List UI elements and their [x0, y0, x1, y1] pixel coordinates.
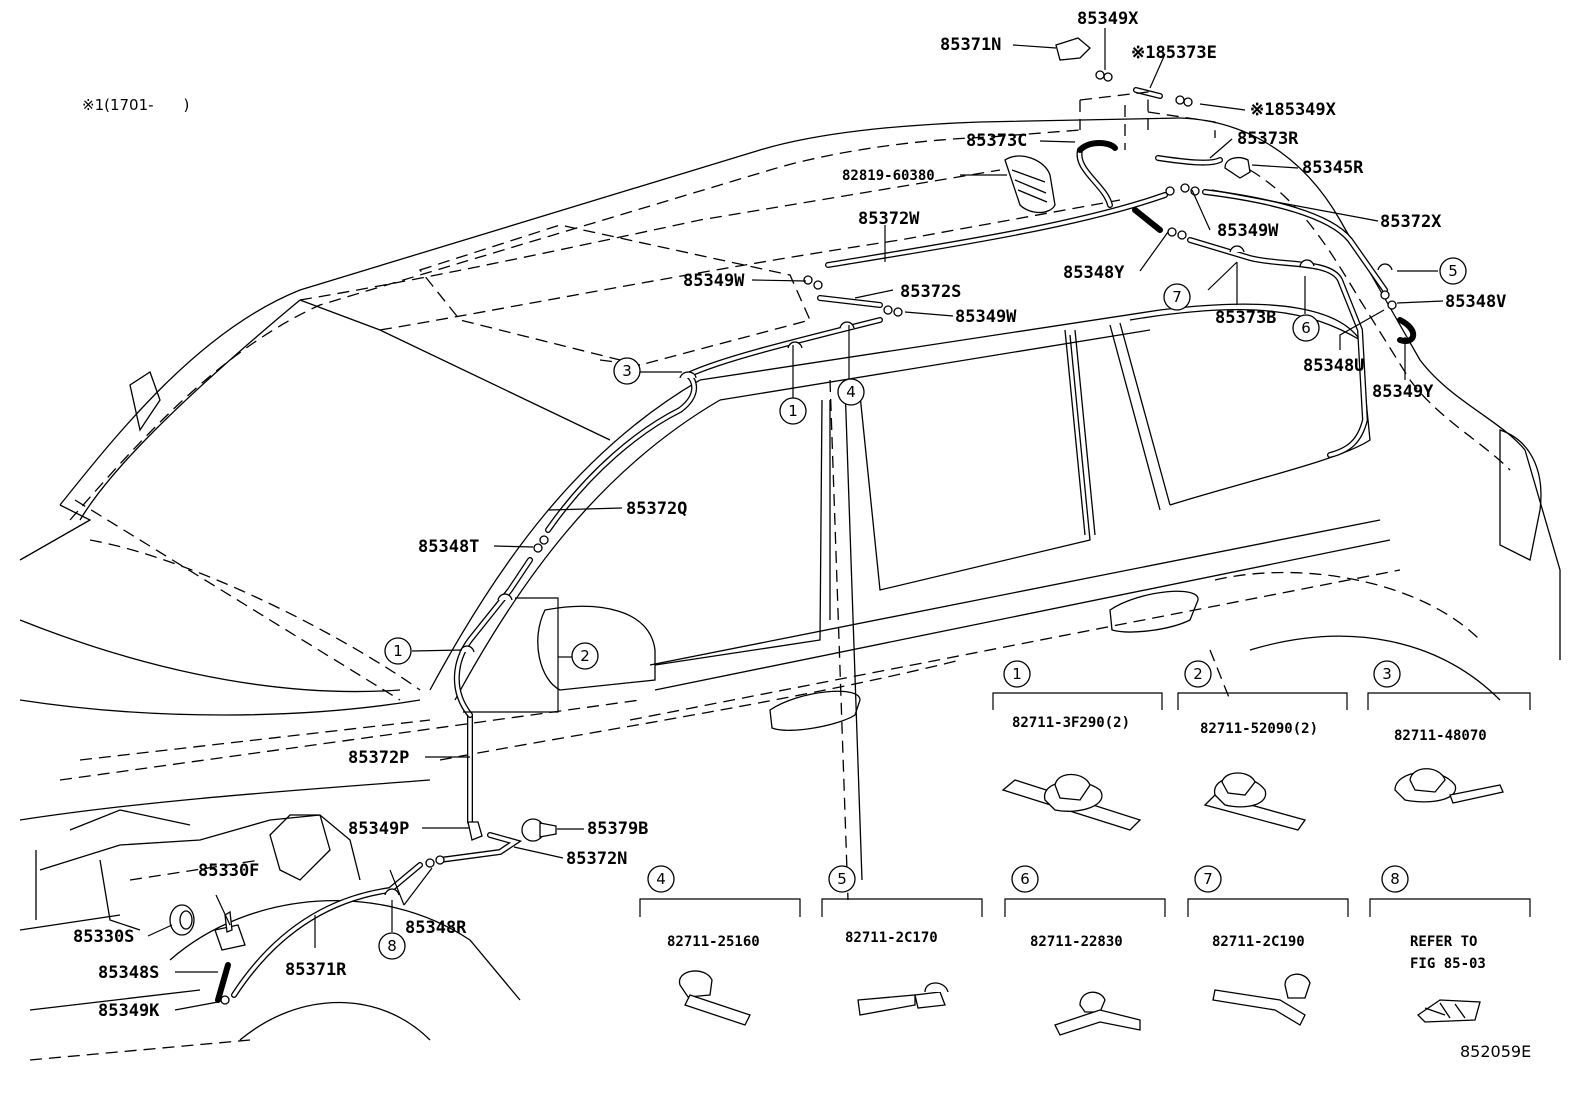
- label-85330F: 85330F: [198, 861, 259, 881]
- svg-text:1: 1: [1012, 665, 1022, 683]
- svg-text:7: 7: [1172, 288, 1182, 306]
- callout-2-bracket: [463, 91, 1216, 713]
- label-85345R: 85345R: [1302, 158, 1364, 178]
- callout-circle-7: 7: [1163, 283, 1191, 311]
- label-85349Y: 85349Y: [1372, 382, 1434, 402]
- callout-circles: 3 1 4 1 2 7 6 5 8: [378, 257, 1467, 960]
- label-85349K: 85349K: [98, 1001, 160, 1021]
- svg-text:8: 8: [387, 937, 397, 955]
- clamp-detail-2: 2 82711-52090(2): [1177, 660, 1348, 831]
- label-85349X-r: ※185349X: [1250, 100, 1337, 120]
- label-85348U: 85348U: [1303, 356, 1364, 376]
- clamp-detail-5: 5 82711-2C170: [821, 865, 983, 1016]
- label-85373B: 85373B: [1215, 308, 1276, 328]
- svg-text:6: 6: [1020, 870, 1030, 888]
- clamp-detail-1: 1 82711-3F290(2): [992, 660, 1163, 831]
- clamp-detail-7: 7 82711-2C190: [1187, 865, 1349, 1026]
- label-85348S: 85348S: [98, 963, 159, 983]
- svg-text:82711-2C190: 82711-2C190: [1212, 934, 1305, 950]
- figure-code: 852059E: [1460, 1042, 1531, 1061]
- callout-circle-1: 1: [779, 397, 807, 425]
- label-85349W-a: 85349W: [683, 271, 745, 291]
- svg-text:82711-25160: 82711-25160: [667, 934, 760, 950]
- label-85372P: 85372P: [348, 748, 409, 768]
- clamp-detail-3: 3 82711-48070: [1367, 660, 1531, 804]
- svg-text:2: 2: [580, 647, 590, 665]
- callout-circle-5: 5: [1439, 257, 1467, 285]
- callout-circle-6: 6: [1292, 314, 1320, 342]
- label-85348R: 85348R: [405, 918, 467, 938]
- label-85372X: 85372X: [1380, 212, 1442, 232]
- label-85349W-c: 85349W: [955, 307, 1017, 327]
- washer-hoses: [215, 87, 1417, 1003]
- callout-circle-2: 2: [571, 642, 599, 670]
- clamp-legend: 1 82711-3F290(2) 2 82711-52090(2) 3 8271…: [639, 660, 1531, 1036]
- nozzle-85371N: [1055, 37, 1091, 61]
- svg-text:3: 3: [1382, 665, 1392, 683]
- svg-text:5: 5: [837, 870, 847, 888]
- label-85373E: ※185373E: [1131, 43, 1217, 63]
- clamps-on-vehicle: [384, 245, 1393, 896]
- svg-text:4: 4: [656, 870, 666, 888]
- label-85330S: 85330S: [73, 927, 134, 947]
- check-valve-85379B: [521, 818, 557, 842]
- clamp-detail-6: 6 82711-22830: [1004, 865, 1166, 1036]
- leader-lines: [147, 28, 1444, 1011]
- svg-text:82711-48070: 82711-48070: [1394, 728, 1487, 744]
- label-85373R: 85373R: [1237, 129, 1299, 149]
- svg-text:7: 7: [1203, 870, 1213, 888]
- svg-text:4: 4: [846, 383, 856, 401]
- pump-85330F: [214, 910, 246, 951]
- svg-text:82711-2C170: 82711-2C170: [845, 930, 938, 946]
- label-85371N: 85371N: [940, 35, 1001, 55]
- svg-text:1: 1: [393, 642, 403, 660]
- label-85379B: 85379B: [587, 819, 648, 839]
- label-85372S: 85372S: [900, 282, 961, 302]
- label-82819-60380: 82819-60380: [842, 168, 935, 184]
- callout-circle-4: 4: [837, 378, 865, 406]
- label-85349P: 85349P: [348, 819, 409, 839]
- svg-text:6: 6: [1301, 319, 1311, 337]
- label-85348T: 85348T: [418, 537, 479, 557]
- svg-text:82711-22830: 82711-22830: [1030, 934, 1123, 950]
- label-85349W-b: 85349W: [1217, 221, 1279, 241]
- svg-text:REFER TO: REFER TO: [1410, 934, 1477, 950]
- clamp-detail-8: 8 REFER TO FIG 85-03: [1369, 865, 1531, 1023]
- label-85348V: 85348V: [1445, 292, 1506, 312]
- nozzle-85345R: [1224, 157, 1251, 179]
- label-85373C: 85373C: [966, 131, 1027, 151]
- svg-text:1: 1: [788, 402, 798, 420]
- grommet-85330S: [169, 904, 195, 936]
- label-85371R: 85371R: [285, 960, 347, 980]
- label-85372Q: 85372Q: [626, 499, 687, 519]
- callout-circle-1: 1: [384, 637, 412, 665]
- grommet-82819: [1004, 155, 1056, 214]
- svg-text:82711-52090(2): 82711-52090(2): [1200, 721, 1318, 737]
- connectors: [220, 70, 1397, 1005]
- svg-text:2: 2: [1193, 665, 1203, 683]
- clamp-detail-4: 4 82711-25160: [639, 865, 801, 1026]
- label-85372W: 85372W: [858, 209, 920, 229]
- part-labels: 85349X 85371N ※185373E ※185349X 85373C 8…: [73, 9, 1506, 1021]
- svg-text:5: 5: [1448, 262, 1458, 280]
- label-85372N: 85372N: [566, 849, 627, 869]
- svg-text:3: 3: [622, 362, 632, 380]
- label-85349X: 85349X: [1077, 9, 1139, 29]
- svg-text:82711-3F290(2): 82711-3F290(2): [1012, 715, 1130, 731]
- callout-circle-8: 8: [378, 932, 406, 960]
- callout-circle-3: 3: [613, 357, 641, 385]
- vehicle-body-outline: [19, 117, 1561, 1061]
- svg-text:FIG 85-03: FIG 85-03: [1410, 956, 1486, 972]
- label-85348Y: 85348Y: [1063, 263, 1125, 283]
- model-year-note: ※1(1701- ): [82, 96, 189, 114]
- svg-text:8: 8: [1390, 870, 1400, 888]
